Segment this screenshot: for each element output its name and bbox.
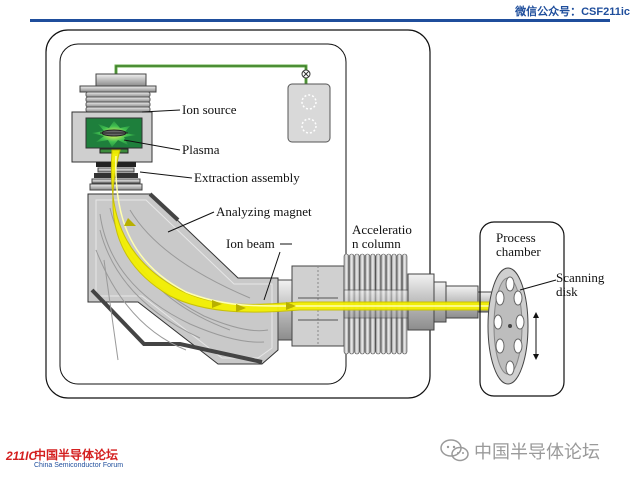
logo-mark: 211IC (6, 449, 38, 463)
leader-lines (123, 109, 557, 301)
label-process-chamber-2: chamber (496, 244, 541, 259)
header-rule (30, 19, 610, 22)
outer-enclosure (45, 29, 431, 399)
source-bellows (85, 91, 151, 113)
label-ion-source: Ion source (182, 102, 237, 117)
logo-english-name: China Semiconductor Forum (34, 462, 124, 469)
wechat-account-id: 微信公众号：CSF211ic (515, 6, 630, 18)
gas-cabinet (287, 83, 331, 143)
process-chamber (479, 221, 565, 397)
inner-enclosure (59, 43, 347, 385)
logo-chinese-name: 中国半导体论坛 (34, 448, 119, 462)
label-scanning-disk-2: disk (556, 284, 578, 299)
label-process-chamber-1: Process (496, 230, 536, 245)
source-cap (95, 73, 147, 87)
scanning-disk (487, 267, 529, 385)
scan-direction-arrow-icon (533, 312, 539, 360)
label-plasma: Plasma (182, 142, 220, 157)
wechat-icon (440, 439, 469, 462)
header-bar: 微信公众号：CSF211ic (0, 0, 640, 22)
label-scanning-disk-1: Scanning (556, 270, 605, 285)
label-analyzing-magnet: Analyzing magnet (216, 204, 312, 219)
label-ion-beam: Ion beam (226, 236, 275, 251)
label-extraction-assembly: Extraction assembly (194, 170, 300, 185)
label-acceleration-column-2: n column (352, 236, 401, 251)
wechat-watermark: 中国半导体论坛 (440, 436, 630, 466)
label-acceleration-column-1: Acceleratio (352, 222, 412, 237)
watermark-text: 中国半导体论坛 (474, 442, 600, 463)
forum-logo: 211IC 中国半导体论坛 China Semiconductor Forum (4, 446, 154, 476)
